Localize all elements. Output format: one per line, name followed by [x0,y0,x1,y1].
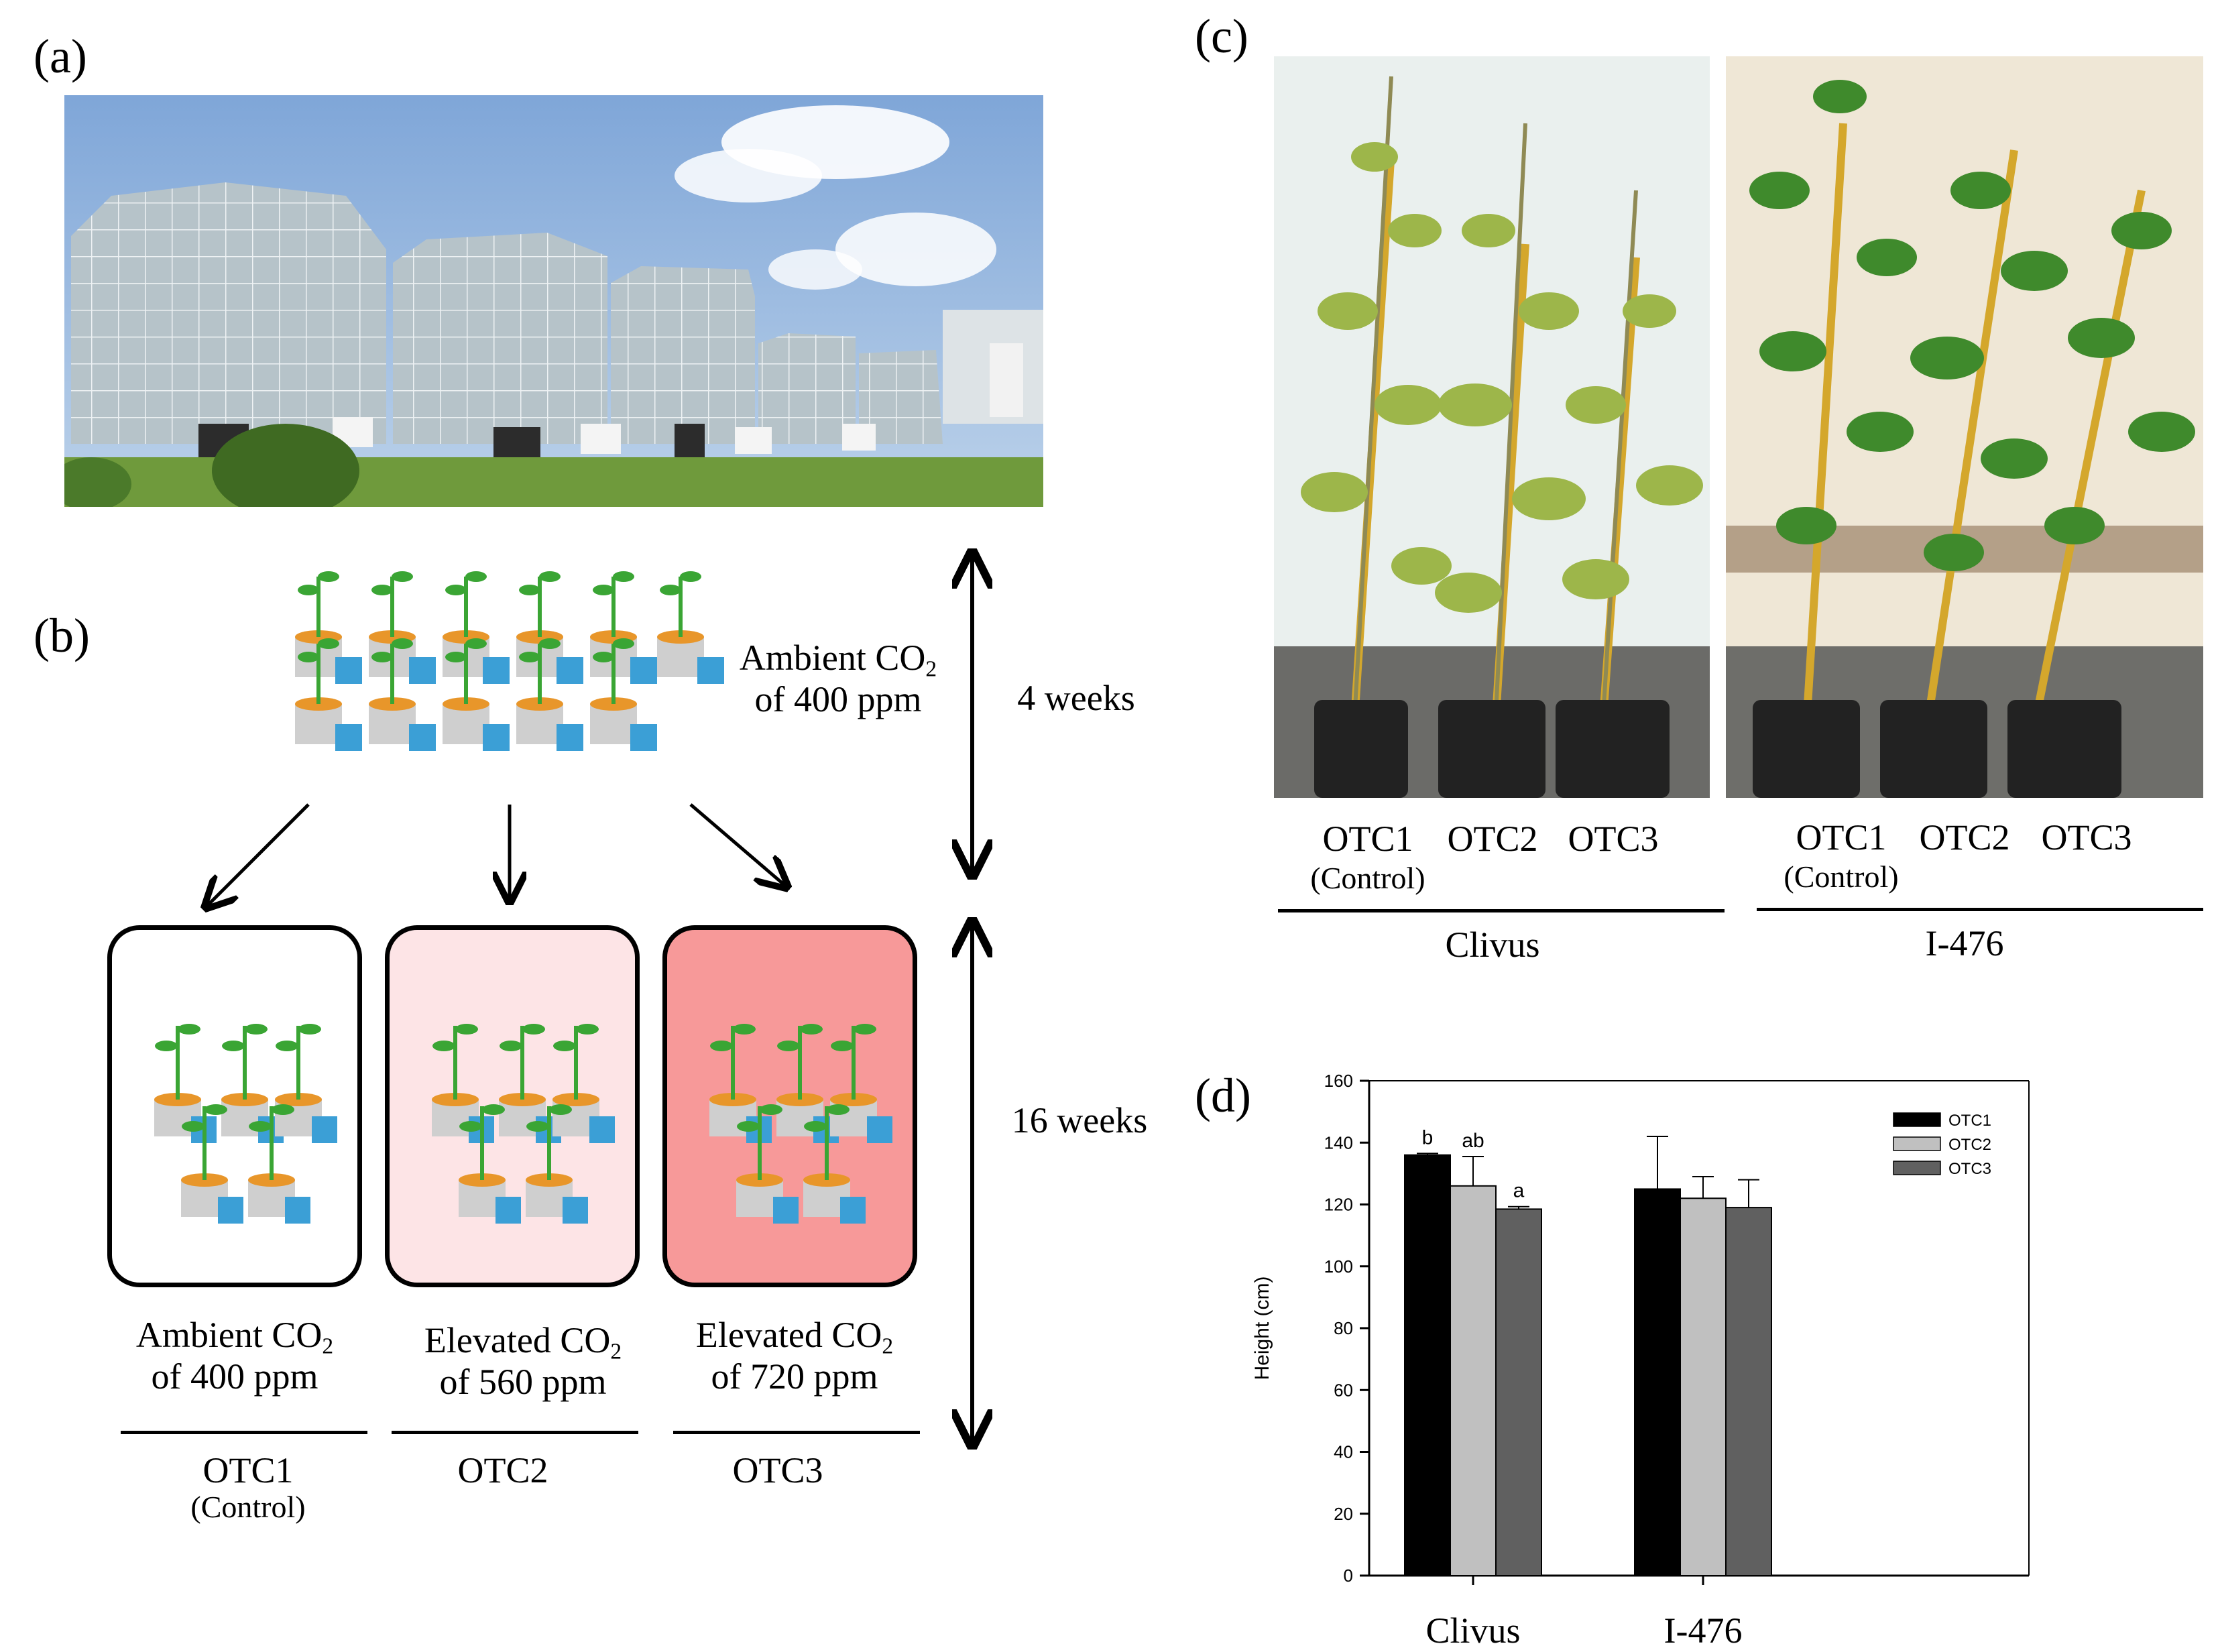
chamber-otc1-note: (Control) [190,1490,306,1524]
duration-16-weeks: 16 weeks [1011,1100,1148,1140]
y-tick-label: 140 [1324,1132,1353,1153]
i476-otc2-label: OTC2 [1919,817,2010,858]
flow-arrows [188,803,805,919]
clivus-underline [1278,909,1725,912]
significance-label: b [1422,1126,1434,1148]
bar-otc1-1 [1634,1188,1681,1576]
legend-label-otc2: OTC2 [1948,1136,1991,1154]
i476-otc3-label: OTC3 [2041,817,2132,858]
y-axis-label: Height (cm) [1251,1276,1273,1380]
y-tick-label: 100 [1324,1256,1353,1277]
clivus-otc2-label: OTC2 [1447,819,1538,859]
i476-otc1-label: OTC1 [1796,817,1887,858]
y-tick-label: 40 [1334,1442,1353,1462]
chamber-otc1-underline [121,1431,367,1434]
legend-label-otc3: OTC3 [1948,1160,1991,1178]
chamber-otc3-name: OTC3 [732,1450,823,1490]
i476-group-label: I-476 [1925,923,2004,963]
bar-otc2-1 [1680,1197,1727,1576]
y-tick-label: 60 [1334,1380,1353,1400]
legend-swatch-otc3 [1893,1161,1941,1175]
clivus-otc1-label: OTC1 [1322,819,1413,859]
i476-underline [1757,908,2203,911]
significance-label: a [1513,1180,1525,1202]
chamber-otc2-co2-label: Elevated CO2 of 560 ppm [424,1320,622,1403]
chamber-otc3-underline [673,1431,920,1434]
y-tick-label: 20 [1334,1504,1353,1524]
legend-swatch-otc1 [1893,1112,1941,1127]
bar-otc1-0 [1404,1154,1451,1576]
y-tick-label: 120 [1324,1195,1353,1215]
legend-swatch-otc2 [1893,1136,1941,1151]
significance-label: ab [1462,1130,1484,1152]
panel-label-a: (a) [34,30,87,83]
bar-otc2-0 [1450,1185,1497,1576]
x-tick-label-0: Clivus [1425,1610,1520,1649]
chamber-otc2-underline [392,1431,638,1434]
chamber-otc3-co2-label: Elevated CO2 of 720 ppm [695,1315,894,1397]
clivus-group-label: Clivus [1445,925,1540,965]
chamber-otc1-name: OTC1 [202,1450,294,1490]
y-tick-label: 80 [1334,1318,1353,1338]
y-tick-label: 160 [1324,1071,1353,1091]
i476-control-note: (Control) [1784,860,1899,894]
plant-photo-i476 [1726,56,2203,798]
bar-otc3-1 [1725,1207,1772,1577]
chamber-seedlings [107,925,919,1287]
greenhouse-photo [64,95,1043,507]
clivus-control-note: (Control) [1310,861,1425,895]
ambient-co2-top-label: Ambient CO2 of 400 ppm [739,638,937,720]
panel-label-c: (c) [1195,9,1248,63]
bar-otc3-0 [1495,1208,1542,1576]
x-tick-label-1: I-476 [1664,1610,1743,1649]
chamber-otc1-co2-label: Ambient CO2 of 400 ppm [135,1315,334,1397]
panel-label-b: (b) [34,609,90,662]
legend-label-otc1: OTC1 [1948,1112,1991,1130]
clivus-otc3-label: OTC3 [1568,819,1659,859]
seedlings-top-illustration [282,536,724,778]
duration-arrows [952,543,992,1455]
chamber-otc2-name: OTC2 [457,1450,548,1490]
plant-photo-clivus [1274,56,1710,798]
panel-label-d: (d) [1195,1069,1251,1122]
duration-4-weeks: 4 weeks [1017,678,1135,718]
y-tick-label: 0 [1344,1566,1353,1586]
